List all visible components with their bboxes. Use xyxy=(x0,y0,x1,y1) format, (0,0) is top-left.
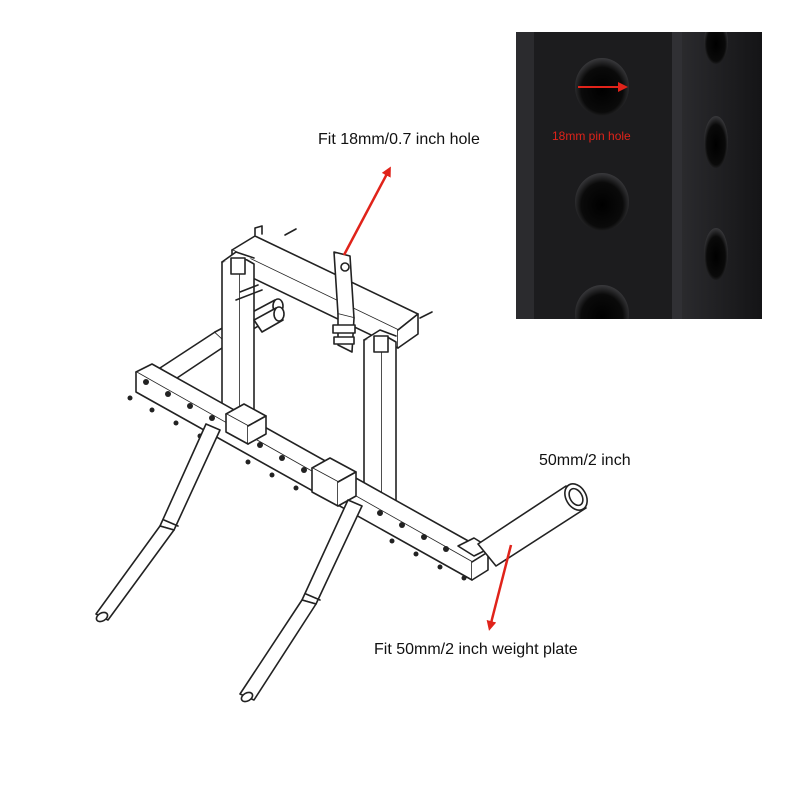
pin-hole-photo-inset xyxy=(516,32,762,319)
sleeve-diameter-label: 50mm/2 inch xyxy=(539,452,631,469)
side-hole xyxy=(704,116,728,168)
plate-callout-arrow xyxy=(486,544,513,631)
pin-hole-caption: 18mm pin hole xyxy=(552,129,631,143)
beam-holes xyxy=(127,379,467,581)
side-hole xyxy=(704,32,728,64)
right-upright xyxy=(363,329,397,507)
side-hole xyxy=(704,228,728,280)
left-collar xyxy=(225,403,267,445)
lower-beam xyxy=(135,363,489,581)
pin-hole xyxy=(575,285,629,319)
left-handle xyxy=(95,423,221,623)
right-handle xyxy=(239,499,363,703)
hole-fit-label: Fit 18mm/0.7 inch hole xyxy=(318,131,480,148)
front-right-sleeve xyxy=(477,483,588,567)
plate-fit-label: Fit 50mm/2 inch weight plate xyxy=(374,641,578,658)
left-upright xyxy=(221,251,263,427)
hole-callout-arrow xyxy=(342,166,391,256)
upright-photo xyxy=(516,32,762,319)
storage-peg xyxy=(253,306,285,333)
center-collar xyxy=(311,457,357,507)
hanging-tab xyxy=(332,251,356,353)
pin-hole xyxy=(575,173,629,231)
